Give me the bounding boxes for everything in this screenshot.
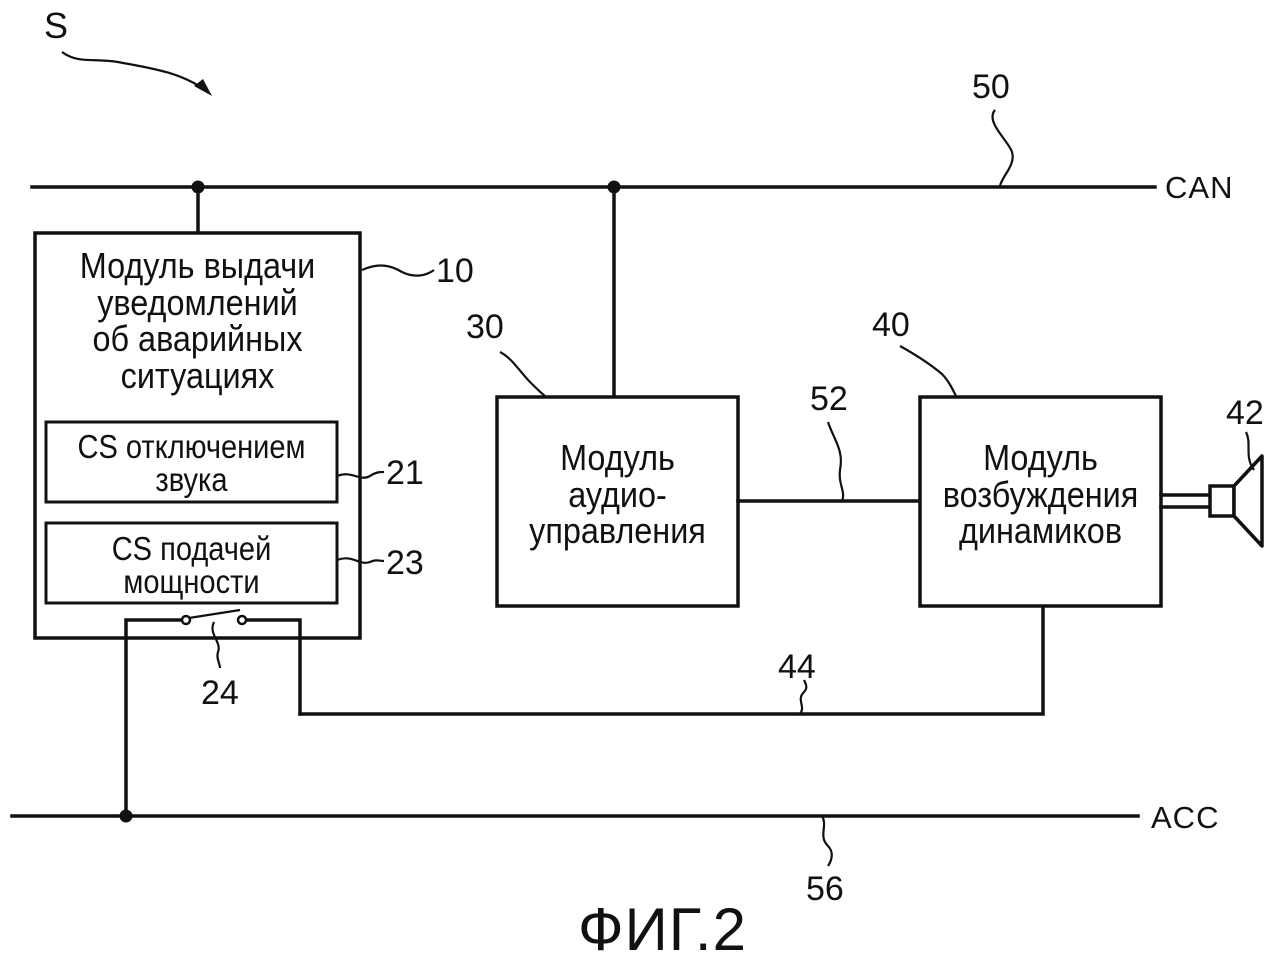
- switch-left-wire: [124, 618, 188, 818]
- speaker-drive-box: [918, 395, 1163, 608]
- power-cs-box: [44, 521, 339, 605]
- power-line-44: [298, 604, 1045, 716]
- audio-link-ref-leader: [826, 421, 845, 502]
- speaker-drive-line-2: возбуждения: [942, 473, 1139, 515]
- acc-ref-label: 56: [806, 870, 844, 908]
- mute-cs-line-1: CS отключением: [77, 428, 306, 465]
- power-line-ref-label: 44: [778, 648, 816, 686]
- mute-cs-ref-leader: [336, 470, 385, 479]
- audio-line-3: управления: [529, 510, 706, 552]
- power-cs-label: CS подачей мощности: [63, 532, 319, 598]
- can-bus-name: CAN: [1165, 170, 1234, 205]
- switch-right-wire: [240, 618, 302, 716]
- switch-ref-leader: [211, 621, 222, 669]
- speaker-drive-ref-label: 40: [872, 306, 910, 344]
- speaker-drive-title: Модуль возбуждения динамиков: [932, 437, 1149, 552]
- acc-ref-leader: [821, 815, 833, 867]
- power-cs-ref-label: 23: [386, 544, 424, 582]
- system-label: S: [44, 5, 69, 46]
- speaker-drive-line-1: Модуль: [983, 437, 1098, 478]
- switch-contact-right: [236, 614, 248, 626]
- mute-cs-box: [44, 420, 339, 504]
- speaker-drive-ref-leader: [899, 345, 957, 397]
- audio-control-box: [495, 395, 740, 608]
- can-ref-label: 50: [972, 68, 1010, 106]
- system-pointer-curve: [61, 51, 206, 91]
- power-cs-line-2: мощности: [123, 563, 260, 600]
- notification-line-1: Модуль выдачи: [79, 245, 316, 286]
- audio-link-ref-label: 52: [810, 380, 848, 418]
- speaker-cone-icon: [1232, 454, 1264, 548]
- audio-ref-leader: [499, 351, 546, 397]
- speaker-body: [1208, 484, 1236, 518]
- notification-line-2: уведомлений: [97, 281, 298, 323]
- switch-blade: [188, 608, 241, 620]
- notification-line-4: ситуациях: [120, 355, 275, 397]
- audio-control-title: Модуль аудио- управления: [509, 437, 726, 552]
- can-ref-leader: [991, 109, 1014, 187]
- notification-ref-leader: [361, 264, 435, 277]
- mute-cs-ref-label: 21: [386, 454, 424, 492]
- switch-ref-label: 24: [201, 674, 239, 712]
- notification-ref-label: 10: [436, 252, 474, 290]
- audio-line-2: аудио-: [568, 473, 667, 515]
- power-line-ref-leader: [799, 679, 808, 715]
- audio-ref-label: 30: [466, 308, 504, 346]
- mute-cs-line-2: звука: [155, 461, 228, 498]
- power-cs-line-1: CS подачей: [111, 530, 272, 567]
- notification-line-3: об аварийных: [92, 318, 303, 360]
- mute-cs-label: CS отключением звука: [63, 430, 319, 496]
- speaker-drive-line-3: динамиков: [958, 510, 1123, 552]
- power-cs-ref-leader: [336, 557, 385, 564]
- acc-bus-name: ACC: [1151, 800, 1220, 835]
- notification-module-title: Модуль выдачи уведомлений об аварийных с…: [51, 245, 344, 397]
- speaker-ref-leader: [1244, 431, 1255, 471]
- switch-contact-left: [180, 614, 192, 626]
- system-pointer-arrowhead: [194, 79, 212, 96]
- audio-line-1: Модуль: [560, 437, 675, 478]
- speaker-ref-label: 42: [1226, 394, 1264, 432]
- figure-caption: ФИГ.2: [578, 896, 747, 963]
